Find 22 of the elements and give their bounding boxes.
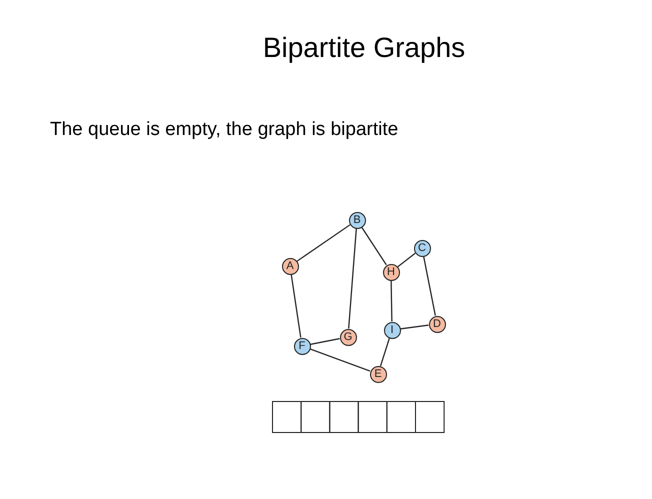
vertex-circle: A <box>282 258 298 274</box>
edge-line <box>310 348 370 372</box>
vertex-circle: E <box>370 366 386 382</box>
vertex-circle: F <box>294 338 310 354</box>
vertex-circle: D <box>428 316 446 332</box>
edge-line <box>296 224 350 262</box>
vertex-circle: G <box>340 328 356 346</box>
vertex-circle: B <box>348 212 366 228</box>
vertex-circle: I <box>384 322 400 338</box>
edge-line <box>400 324 429 330</box>
edge-line <box>290 274 302 338</box>
edge-line <box>348 228 357 329</box>
edge-line <box>380 338 390 366</box>
edge-line <box>361 226 387 266</box>
vertex-circle: H <box>382 264 400 280</box>
edge-line <box>310 338 340 345</box>
edge-line <box>423 256 436 316</box>
edge-line <box>397 252 416 268</box>
edge-line <box>390 280 392 322</box>
title: Bipartite Graphs <box>262 32 466 64</box>
vertex-circle: C <box>414 240 430 256</box>
status-text: The queue is empty, the graph is bipartite <box>50 119 398 141</box>
